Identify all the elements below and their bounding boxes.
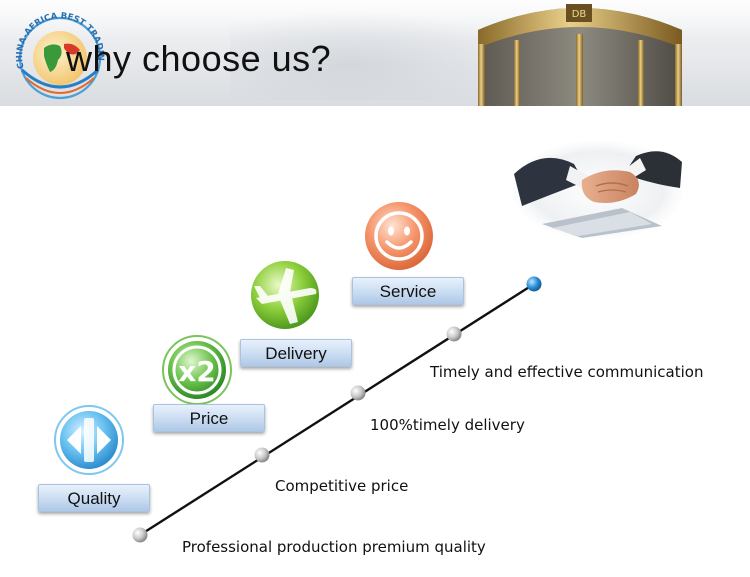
milestone-dot	[350, 385, 366, 401]
milestone-dot	[132, 527, 148, 543]
step-label-delivery: Delivery	[240, 339, 352, 367]
milestone-dot	[446, 326, 462, 342]
handshake-image	[512, 140, 684, 240]
milestone-dot	[254, 447, 270, 463]
step-label-service: Service	[352, 277, 464, 305]
smiley-icon	[365, 202, 433, 270]
header-banner: CHINA-AFRICA BEST TRADING PLATFORM why c…	[0, 0, 750, 106]
x2-icon-text: x2	[178, 355, 216, 388]
door-sign-text: DB	[572, 9, 587, 20]
x2-icon: x2	[162, 335, 232, 405]
quality-icon	[54, 405, 124, 475]
step-label-price: Price	[153, 404, 265, 432]
step-description-price: Competitive price	[275, 477, 409, 495]
step-description-service: Timely and effective communication	[430, 363, 704, 381]
step-description-quality: Professional production premium quality	[182, 538, 486, 556]
trend-line	[139, 282, 535, 537]
company-logo: CHINA-AFRICA BEST TRADING PLATFORM	[10, 8, 105, 100]
revolving-door-image: DB	[478, 4, 682, 106]
page-title: why choose us?	[66, 38, 332, 79]
end-dot	[526, 276, 542, 292]
step-description-delivery: 100%timely delivery	[370, 416, 525, 434]
step-label-quality: Quality	[38, 484, 150, 512]
plane-icon	[251, 261, 319, 329]
